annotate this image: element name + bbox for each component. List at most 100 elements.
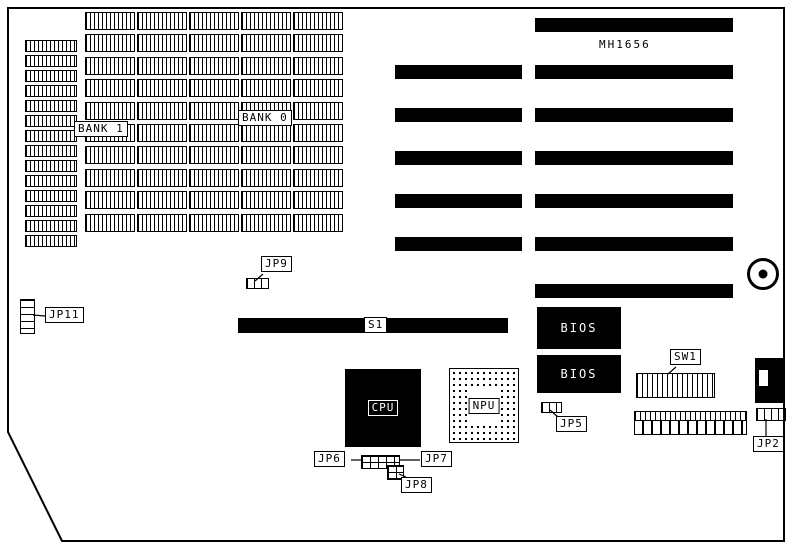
memory-chip [293, 146, 343, 164]
expansion-slot [535, 284, 733, 298]
expansion-slot [395, 194, 522, 208]
memory-chip [241, 124, 291, 142]
memory-chip [189, 102, 239, 120]
speaker [747, 258, 779, 290]
bank0-label: BANK 0 [238, 110, 292, 126]
jp7-label: JP7 [421, 451, 452, 467]
expansion-slot [535, 108, 733, 122]
npu-socket: NPU [449, 368, 519, 443]
memory-chip [293, 124, 343, 142]
bios-chip-1-label: BIOS [560, 321, 598, 335]
keyboard-connector [755, 358, 784, 403]
memory-chip [85, 12, 135, 30]
memory-chip [241, 146, 291, 164]
jp9-label: JP9 [261, 256, 292, 272]
memory-chip [25, 175, 77, 187]
memory-chip [189, 214, 239, 232]
memory-chip [137, 191, 187, 209]
expansion-slot [535, 18, 733, 32]
memory-chip [85, 146, 135, 164]
memory-chip [137, 146, 187, 164]
memory-chip [293, 191, 343, 209]
memory-chip [25, 160, 77, 172]
memory-chip [189, 124, 239, 142]
memory-chip [85, 214, 135, 232]
power-connector-header [634, 411, 747, 435]
memory-chip [189, 169, 239, 187]
jp8-label: JP8 [401, 477, 432, 493]
memory-chip [85, 169, 135, 187]
memory-chip [85, 102, 135, 120]
memory-chip [241, 191, 291, 209]
memory-chip [25, 100, 77, 112]
memory-chip [25, 70, 77, 82]
expansion-slot [395, 151, 522, 165]
npu-label: NPU [468, 397, 500, 414]
memory-chip [25, 40, 77, 52]
jp2-jumper [756, 408, 786, 421]
sw1-dip-switch [636, 373, 715, 398]
cpu-label: CPU [367, 400, 399, 416]
jp5-label: JP5 [556, 416, 587, 432]
memory-chip [137, 169, 187, 187]
memory-chip [189, 34, 239, 52]
memory-chip [85, 34, 135, 52]
memory-chip [293, 34, 343, 52]
memory-chip [241, 57, 291, 75]
jp2-label: JP2 [753, 436, 784, 452]
memory-chip [189, 79, 239, 97]
memory-chip [25, 115, 77, 127]
jp9-jumper [246, 278, 269, 289]
expansion-slot [535, 65, 733, 79]
memory-chip [137, 79, 187, 97]
memory-chip [189, 12, 239, 30]
memory-chip [189, 191, 239, 209]
speaker-center [758, 269, 768, 279]
memory-chip [25, 205, 77, 217]
memory-chip [85, 191, 135, 209]
memory-chip [25, 130, 77, 142]
memory-chip [241, 214, 291, 232]
memory-chip [137, 57, 187, 75]
cpu-chip: CPU [345, 369, 421, 447]
memory-chip [293, 12, 343, 30]
jp11-jumper [20, 299, 35, 334]
memory-chip [25, 235, 77, 247]
bios-chip-1: BIOS [537, 307, 621, 349]
memory-chip [241, 79, 291, 97]
memory-chip [189, 57, 239, 75]
bios-chip-2-label: BIOS [560, 367, 598, 381]
memory-chip [241, 12, 291, 30]
keyboard-connector-slot [759, 370, 768, 386]
jp5-jumper [541, 402, 562, 413]
sw1-label: SW1 [670, 349, 701, 365]
memory-chip [189, 146, 239, 164]
expansion-slot [535, 151, 733, 165]
memory-chip [137, 34, 187, 52]
memory-chip [293, 214, 343, 232]
memory-chip [137, 12, 187, 30]
expansion-slot [535, 194, 733, 208]
board-part-number: MH1656 [599, 38, 651, 51]
memory-chip [137, 214, 187, 232]
jp6-label: JP6 [314, 451, 345, 467]
expansion-slot [395, 108, 522, 122]
jp11-label: JP11 [45, 307, 84, 323]
memory-chip [293, 79, 343, 97]
header-box-row [634, 420, 747, 435]
memory-chip [25, 145, 77, 157]
memory-chip [25, 220, 77, 232]
memory-chip [241, 34, 291, 52]
memory-chip [293, 57, 343, 75]
memory-chip [25, 190, 77, 202]
memory-chip [293, 169, 343, 187]
memory-chip [85, 57, 135, 75]
memory-chip [137, 102, 187, 120]
memory-chip [85, 79, 135, 97]
memory-chip [25, 85, 77, 97]
bios-chip-2: BIOS [537, 355, 621, 393]
memory-chip [25, 55, 77, 67]
expansion-slot [395, 237, 522, 251]
bank1-label: BANK 1 [74, 121, 128, 137]
memory-chip [241, 169, 291, 187]
